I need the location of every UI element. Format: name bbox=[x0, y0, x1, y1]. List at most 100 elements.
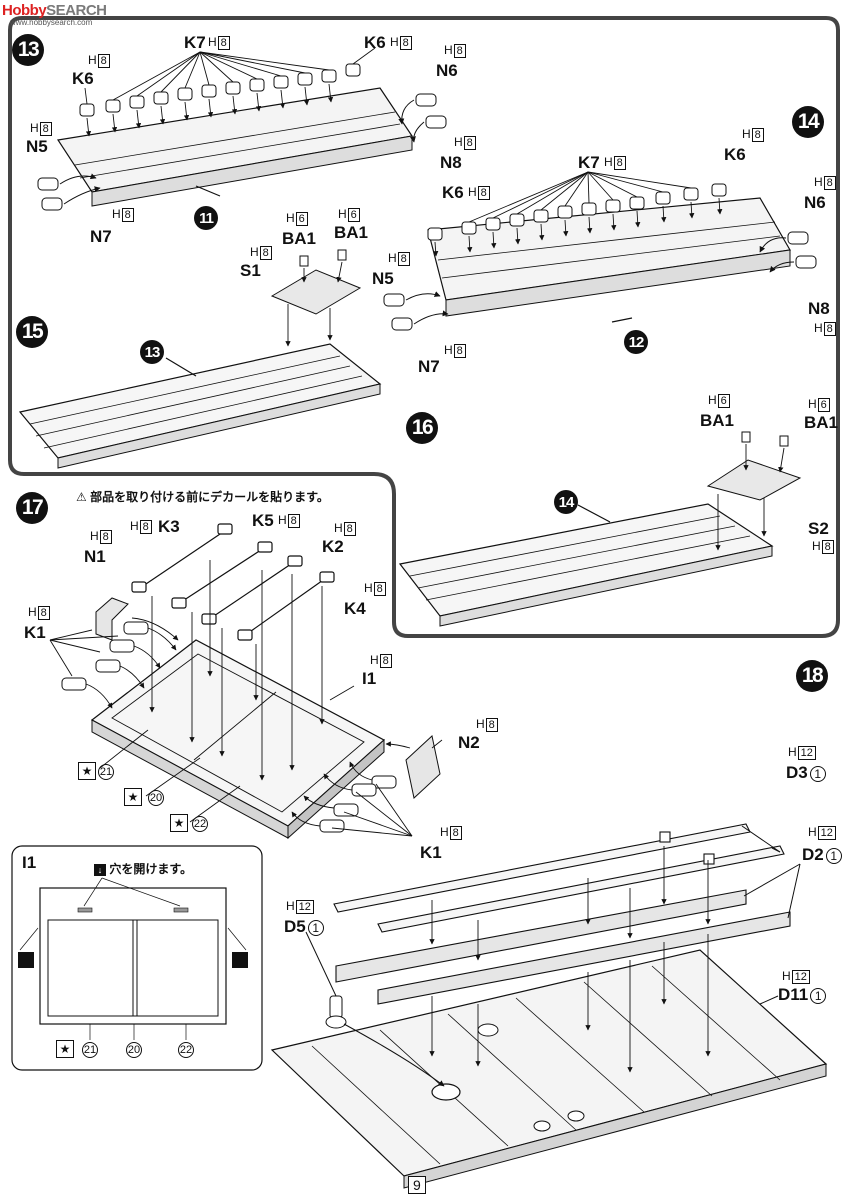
star-decal-icon: ★ bbox=[170, 814, 188, 832]
runner-number: 8 bbox=[373, 582, 386, 596]
runner-letter: H bbox=[286, 211, 295, 225]
runner-number: 8 bbox=[453, 44, 466, 58]
drill-icon: ↓ bbox=[94, 864, 106, 876]
step-17-floor-frame bbox=[90, 639, 386, 840]
step-13-frame-part bbox=[56, 87, 414, 207]
runner-letter: H bbox=[390, 35, 399, 49]
sprue-1: 1 bbox=[825, 847, 842, 864]
sprue-1: 1 bbox=[809, 765, 826, 782]
runner-letter: H bbox=[814, 321, 823, 335]
label-ba1: BA1 bbox=[334, 223, 369, 242]
runner-number: 8 bbox=[379, 654, 392, 668]
inset-label-i1: I1 bbox=[22, 853, 37, 872]
runner-letter: H bbox=[28, 605, 37, 619]
step-17-n2-plate bbox=[405, 735, 441, 799]
runner-number: 12 bbox=[295, 900, 314, 914]
decal-warning-text: 部品を取り付ける前にデカールを貼ります。 bbox=[90, 490, 329, 504]
runner-number: 6 bbox=[717, 394, 730, 408]
step-16-chassis bbox=[398, 503, 774, 627]
runner-number: 8 bbox=[823, 322, 836, 336]
runner-number: 8 bbox=[463, 136, 476, 150]
step-18-badge: 18 bbox=[796, 660, 828, 692]
i1-inset bbox=[11, 845, 263, 1071]
runner-number: 8 bbox=[99, 530, 112, 544]
runner-letter: H bbox=[788, 745, 797, 759]
page-number: 9 bbox=[408, 1176, 426, 1194]
label-n7: N7 bbox=[418, 357, 440, 376]
runner-number: 6 bbox=[347, 208, 360, 222]
step-14-k7-couplers bbox=[427, 183, 727, 241]
runner-number: 6 bbox=[295, 212, 308, 226]
runner-letter: H bbox=[468, 185, 477, 199]
label-i1: I1 bbox=[362, 669, 377, 688]
runner-letter: H bbox=[90, 529, 99, 543]
runner-number: 8 bbox=[139, 520, 152, 534]
runner-letter: H bbox=[278, 513, 287, 527]
label-s2: S2 bbox=[808, 519, 829, 538]
runner-number: 8 bbox=[121, 208, 134, 222]
runner-letter: H bbox=[808, 825, 817, 839]
runner-number: 8 bbox=[485, 718, 498, 732]
runner-letter: H bbox=[814, 175, 823, 189]
runner-letter: H bbox=[30, 121, 39, 135]
label-k7: K7 bbox=[184, 33, 206, 52]
part-d5: D5 bbox=[284, 917, 306, 936]
decal-21: 21 bbox=[98, 764, 114, 780]
runner-letter: H bbox=[250, 245, 259, 259]
runner-number: 8 bbox=[453, 344, 466, 358]
runner-number: 8 bbox=[751, 128, 764, 142]
decal-22: 22 bbox=[192, 816, 208, 832]
part-d3: D3 bbox=[786, 763, 808, 782]
step-18-d5-pin bbox=[325, 995, 347, 1029]
runner-letter: H bbox=[208, 35, 217, 49]
runner-letter: H bbox=[440, 825, 449, 839]
runner-letter: H bbox=[388, 251, 397, 265]
drill-note-text: 穴を開けます。 bbox=[109, 862, 193, 876]
label-n6: N6 bbox=[436, 61, 458, 80]
runner-number: 8 bbox=[259, 246, 272, 260]
label-s1: S1 bbox=[240, 261, 261, 280]
step-17-badge: 17 bbox=[16, 492, 48, 524]
runner-letter: H bbox=[88, 53, 97, 67]
runner-letter: H bbox=[112, 207, 121, 221]
label-k6: K6 bbox=[724, 145, 746, 164]
runner-number: 12 bbox=[817, 826, 836, 840]
watermark-url: www.hobbysearch.com bbox=[10, 18, 93, 27]
step-16-s2-plate bbox=[706, 431, 802, 501]
runner-number: 8 bbox=[821, 540, 834, 554]
step-18-floor-plate bbox=[270, 949, 828, 1189]
runner-letter: H bbox=[782, 969, 791, 983]
ref-13-badge: 13 bbox=[140, 340, 164, 364]
step-18-d2-beams bbox=[335, 889, 791, 1005]
ref-12-badge: 12 bbox=[624, 330, 648, 354]
label-k7: K7 bbox=[578, 153, 600, 172]
step-17-n1-bracket bbox=[95, 597, 129, 641]
runner-letter: H bbox=[742, 127, 751, 141]
runner-letter: H bbox=[338, 207, 347, 221]
label-k5: K5 bbox=[252, 511, 274, 530]
ref-14-badge: 14 bbox=[554, 490, 578, 514]
watermark-brand-b: SEARCH bbox=[46, 2, 107, 19]
runner-letter: H bbox=[454, 135, 463, 149]
label-n8: N8 bbox=[808, 299, 830, 318]
label-ba1: BA1 bbox=[282, 229, 317, 248]
step-14-frame-part bbox=[427, 197, 791, 317]
runner-letter: H bbox=[444, 343, 453, 357]
runner-number: 8 bbox=[287, 514, 300, 528]
